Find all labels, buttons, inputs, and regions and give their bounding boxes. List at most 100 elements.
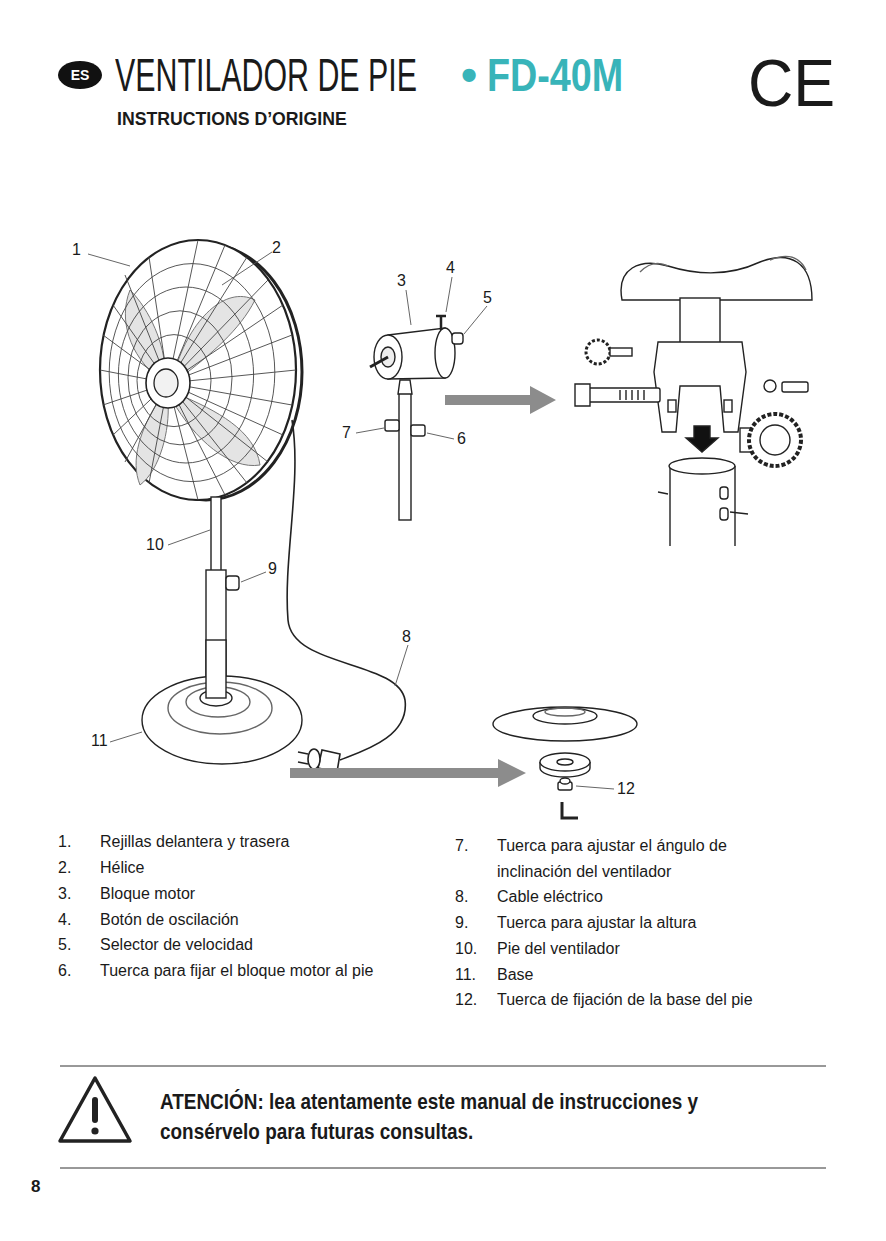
tilt-joint-detail <box>720 487 728 499</box>
callout-number: 2 <box>272 238 281 257</box>
part-name: Base <box>497 962 777 988</box>
base-fixing-detail <box>562 802 578 818</box>
tilt-joint-detail <box>669 458 735 474</box>
list-number: 12. <box>455 987 477 1013</box>
motor-block <box>370 357 388 367</box>
leader-line <box>395 645 408 686</box>
tilt-joint-detail <box>670 466 735 546</box>
subtitle: INSTRUCTIONS D’ORIGINE <box>117 108 347 131</box>
rule-line <box>60 1066 826 1168</box>
fan-stand <box>206 640 226 698</box>
leader-line <box>88 254 130 266</box>
tilt-joint-detail <box>686 426 718 452</box>
tilt-joint-detail <box>654 342 746 432</box>
leader-line <box>446 277 452 312</box>
callout-number: 6 <box>457 429 466 448</box>
list-number: 3. <box>58 881 71 907</box>
base-fixing-detail <box>545 708 585 716</box>
warning-icon <box>60 1078 130 1141</box>
tilt-joint-detail <box>782 382 808 392</box>
tilt-joint-detail <box>575 384 590 406</box>
part-name: Tuerca para fijar el bloque motor al pie <box>100 958 373 984</box>
assembly-arrow <box>290 759 526 787</box>
tilt-joint-detail <box>621 258 812 300</box>
leader-line <box>427 433 454 439</box>
warning-icon <box>60 1078 130 1141</box>
leader-line <box>88 252 614 789</box>
base-fixing-detail <box>540 753 590 771</box>
callout-number: 1 <box>72 240 81 259</box>
tilt-joint-detail <box>588 388 660 402</box>
part-name: Botón de oscilación <box>100 907 239 933</box>
callout-number: 3 <box>397 271 406 290</box>
part-name: Cable eléctrico <box>497 884 777 910</box>
ce-mark: CE <box>748 44 835 123</box>
leader-line <box>168 530 210 545</box>
tilt-joint-detail <box>749 414 801 466</box>
tilt-joint-detail <box>610 348 632 356</box>
list-number: 11. <box>455 962 476 988</box>
leader-line <box>576 786 614 789</box>
grille <box>103 245 292 495</box>
assembly-arrow <box>445 386 556 414</box>
motor-block <box>399 392 411 520</box>
leader-line <box>241 572 266 582</box>
title: VENTILADOR DE PIE <box>115 48 417 103</box>
rule-line <box>60 1168 826 1169</box>
tilt-joint-detail <box>620 390 644 400</box>
grille <box>137 335 211 427</box>
power-cable <box>287 420 405 760</box>
list-number: 2. <box>58 855 71 881</box>
base-fixing-detail <box>493 707 637 818</box>
tilt-joint-detail <box>586 340 610 364</box>
tilt-joint-detail <box>764 380 776 392</box>
list-number: 8. <box>455 884 468 910</box>
callout-number: 12 <box>617 779 635 798</box>
fan-stand <box>142 497 302 764</box>
badge-oval <box>58 61 102 89</box>
callout-number: 10 <box>146 535 164 554</box>
leader-line <box>464 306 487 334</box>
part-name: Hélice <box>100 855 144 881</box>
fan-hub <box>154 369 178 397</box>
leader-line <box>110 732 142 742</box>
tilt-joint-detail <box>720 508 728 520</box>
base-fixing-detail <box>533 708 597 724</box>
model-number: FD-40M <box>487 48 623 103</box>
badge-text: ES <box>58 61 102 83</box>
motor-block <box>452 333 463 344</box>
grille <box>100 240 296 500</box>
part-name: Pie del ventilador <box>497 936 777 962</box>
leader-line <box>222 252 272 285</box>
motor-block <box>398 380 412 394</box>
list-number: 1. <box>58 829 71 855</box>
list-number: 6. <box>58 958 71 984</box>
motor-block <box>370 316 463 520</box>
tilt-joint-detail <box>730 512 748 514</box>
part-name: Tuerca para ajustar la altura <box>497 910 777 936</box>
power-cable <box>308 749 320 769</box>
tilt-joint-detail <box>575 256 812 546</box>
power-cable <box>287 420 405 772</box>
power-cable <box>298 752 308 764</box>
main-fan <box>100 240 302 500</box>
callout-number: 8 <box>402 627 411 646</box>
leader-line <box>406 290 411 325</box>
list-number: 5. <box>58 932 71 958</box>
fan-stand <box>211 497 221 573</box>
base-fixing-detail <box>557 759 573 765</box>
tilt-joint-detail <box>670 466 735 546</box>
part-name: Rejillas delantera y trasera <box>100 829 289 855</box>
tilt-joint-detail <box>760 425 790 455</box>
tilt-joint-detail <box>724 400 732 412</box>
fan-hub <box>146 358 190 408</box>
part-name: Tuerca de fijación de la base del pie <box>497 987 777 1013</box>
leader-line <box>356 428 384 433</box>
fan-stand <box>226 576 239 590</box>
rule-line <box>60 1066 826 1067</box>
part-name: Tuerca para ajustar el ángulo de inclina… <box>497 833 777 885</box>
grille <box>100 240 296 500</box>
tilt-joint-detail <box>640 256 806 272</box>
